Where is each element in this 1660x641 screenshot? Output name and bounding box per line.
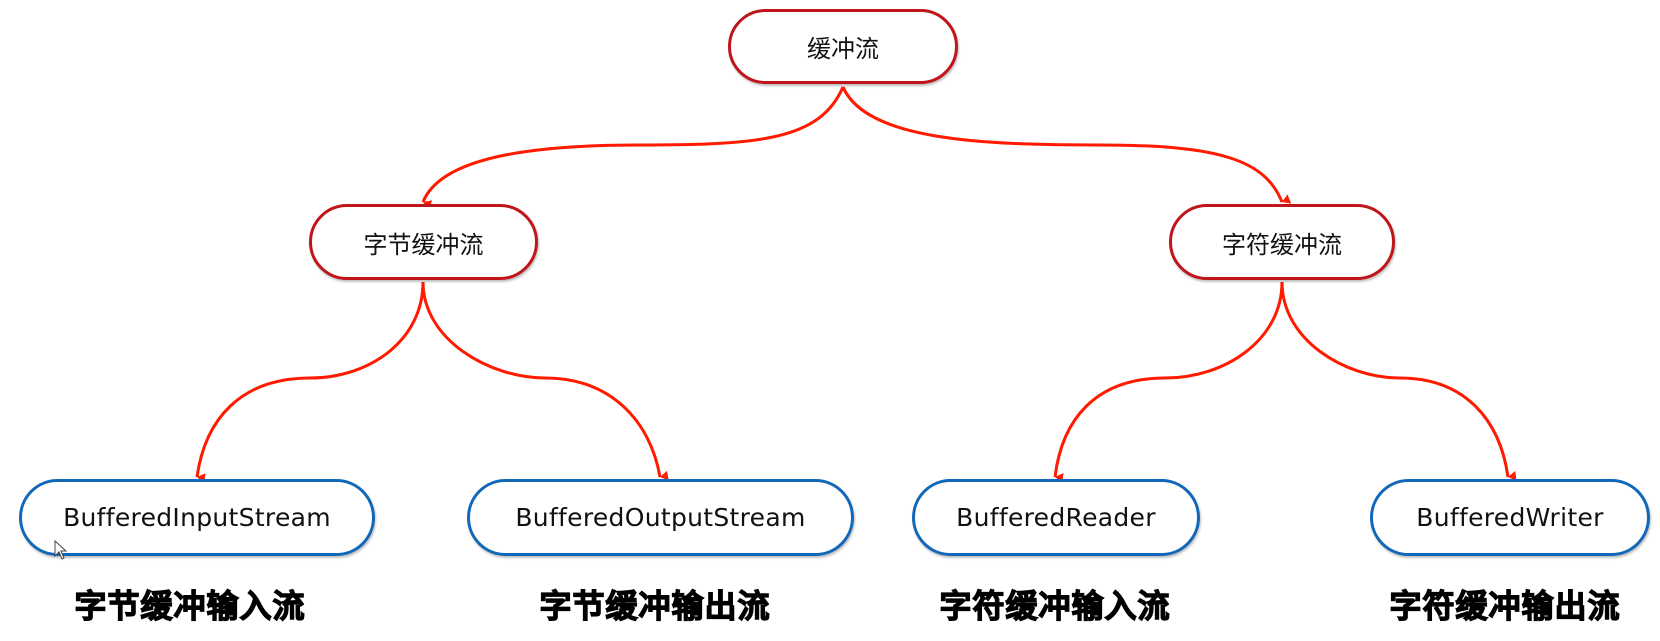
connector-root-to-char [841, 86, 1292, 204]
node-buffered-input-stream: BufferedInputStream [19, 479, 375, 556]
node-label: BufferedOutputStream [515, 503, 806, 532]
node-char-buffered-stream: 字符缓冲流 [1169, 204, 1395, 280]
mouse-cursor-icon [54, 540, 68, 560]
node-label: 字节缓冲流 [363, 230, 484, 259]
node-buffered-output-stream: BufferedOutputStream [467, 479, 854, 556]
node-label: 缓冲流 [807, 35, 879, 63]
caption-byte-buffered-output: 字节缓冲输出流 [539, 586, 771, 625]
connector-root-to-byte [421, 86, 845, 210]
node-buffered-stream: 缓冲流 [728, 9, 958, 84]
caption-char-buffered-output: 字符缓冲输出流 [1389, 586, 1621, 625]
node-label: BufferedInputStream [63, 503, 331, 532]
connector-char-to-bw [1280, 281, 1517, 481]
node-label: BufferedWriter [1416, 503, 1604, 532]
connector-char-to-br [1053, 281, 1284, 483]
connector-byte-to-bis [195, 281, 425, 484]
caption-byte-buffered-input: 字节缓冲输入流 [74, 586, 306, 625]
node-label: 字符缓冲流 [1222, 230, 1342, 259]
node-buffered-writer: BufferedWriter [1370, 479, 1650, 556]
node-byte-buffered-stream: 字节缓冲流 [309, 204, 538, 280]
node-buffered-reader: BufferedReader [912, 479, 1200, 556]
node-label: BufferedReader [956, 503, 1156, 532]
caption-char-buffered-input: 字符缓冲输入流 [939, 586, 1171, 625]
connector-byte-to-bos [421, 281, 669, 481]
